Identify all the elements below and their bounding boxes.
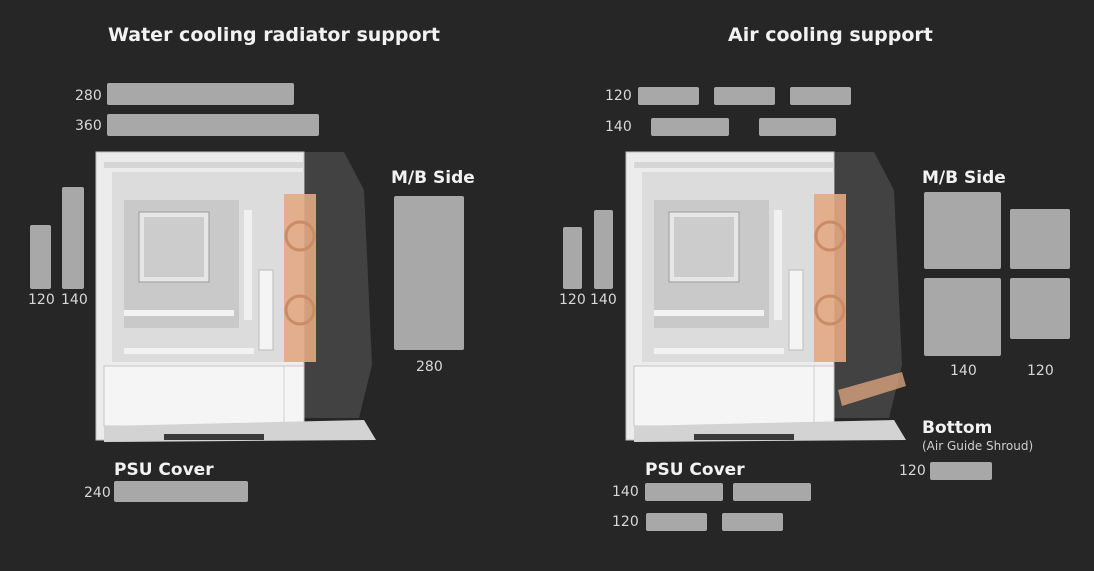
air-bottom-subheading: (Air Guide Shroud) bbox=[922, 439, 1034, 453]
air-side-fan-140-2 bbox=[924, 278, 1001, 356]
air-side-size-120: 120 bbox=[1027, 363, 1054, 379]
air-bottom-fan-120 bbox=[930, 462, 992, 480]
air-top-size-120: 120 bbox=[605, 88, 632, 104]
water-top-size-360: 360 bbox=[75, 118, 102, 134]
air-bottom-size-120: 120 bbox=[899, 463, 926, 479]
pc-case-illustration-air bbox=[625, 151, 906, 442]
air-psu-fan-140-2 bbox=[733, 483, 811, 501]
air-front-fan-140 bbox=[594, 210, 613, 289]
air-mb-side-heading: M/B Side bbox=[922, 168, 1006, 188]
air-side-fan-140-1 bbox=[924, 192, 1001, 269]
water-top-size-280: 280 bbox=[75, 88, 102, 104]
water-side-radiator-280 bbox=[394, 196, 464, 350]
air-bottom-heading: Bottom bbox=[922, 418, 993, 438]
water-side-size-280: 280 bbox=[416, 359, 443, 375]
air-cooling-title: Air cooling support bbox=[728, 24, 933, 46]
water-psu-cover-heading: PSU Cover bbox=[114, 460, 214, 480]
air-psu-size-140: 140 bbox=[612, 484, 639, 500]
water-front-size-140: 140 bbox=[61, 292, 88, 308]
air-psu-fan-120-2 bbox=[722, 513, 783, 531]
water-top-radiator-280 bbox=[107, 83, 294, 105]
air-psu-cover-heading: PSU Cover bbox=[645, 460, 745, 480]
air-front-size-120: 120 bbox=[559, 292, 586, 308]
water-front-size-120: 120 bbox=[28, 292, 55, 308]
water-front-radiator-120 bbox=[30, 225, 51, 289]
water-psu-size-240: 240 bbox=[84, 485, 111, 501]
water-front-radiator-140 bbox=[62, 187, 84, 289]
air-side-fan-120-2 bbox=[1010, 278, 1070, 339]
air-side-size-140: 140 bbox=[950, 363, 977, 379]
air-top-fan-140-2 bbox=[759, 118, 836, 136]
pc-case-illustration-water bbox=[95, 151, 376, 442]
air-top-fan-140-1 bbox=[651, 118, 729, 136]
water-mb-side-heading: M/B Side bbox=[391, 168, 475, 188]
air-front-size-140: 140 bbox=[590, 292, 617, 308]
air-top-fan-120-2 bbox=[714, 87, 775, 105]
water-psu-radiator-240 bbox=[114, 481, 248, 502]
air-psu-fan-120-1 bbox=[646, 513, 707, 531]
air-top-fan-120-3 bbox=[790, 87, 851, 105]
air-front-fan-120 bbox=[563, 227, 582, 289]
air-side-fan-120-1 bbox=[1010, 209, 1070, 269]
water-cooling-title: Water cooling radiator support bbox=[108, 24, 440, 46]
air-top-fan-120-1 bbox=[638, 87, 699, 105]
air-top-size-140: 140 bbox=[605, 119, 632, 135]
air-psu-size-120: 120 bbox=[612, 514, 639, 530]
air-psu-fan-140-1 bbox=[645, 483, 723, 501]
water-top-radiator-360 bbox=[107, 114, 319, 136]
